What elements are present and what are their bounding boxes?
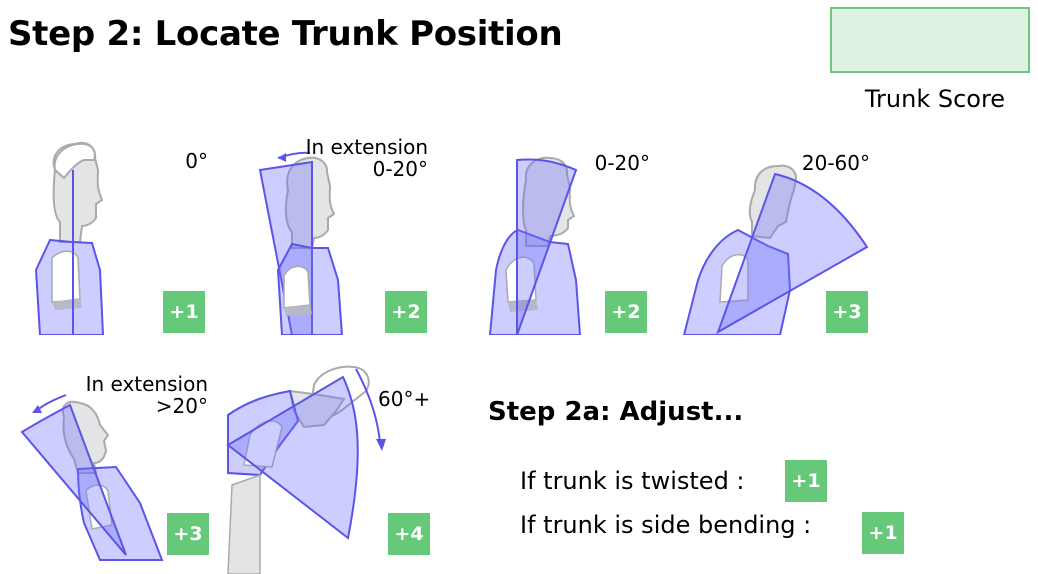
flexion-20-60-figure-illustration [682, 164, 869, 335]
flexion-60-plus-figure-illustration [226, 365, 386, 574]
angle-label: >20° [155, 394, 208, 418]
flexion-figure-illustration [488, 156, 582, 335]
adjust-section-title: Step 2a: Adjust... [488, 397, 744, 427]
adjust-side-bending-label: If trunk is side bending : [520, 511, 812, 539]
trunk-score-input[interactable] [830, 7, 1030, 73]
adjust-side-bending-badge[interactable]: +1 [862, 512, 904, 554]
extension-over-20-figure-illustration [20, 394, 164, 561]
adjust-twisted-label: If trunk is twisted : [520, 467, 745, 495]
angle-label: 0° [185, 149, 208, 173]
angle-label: 0-20° [372, 157, 428, 181]
extension-figure-illustration [258, 151, 344, 335]
extension-label: In extension [85, 372, 208, 396]
position-flexion-60-plus[interactable]: 60°+ +4 [220, 355, 440, 574]
page-title: Step 2: Locate Trunk Position [8, 14, 563, 54]
extension-label: In extension [305, 135, 428, 159]
angle-label: 20-60° [801, 151, 870, 175]
score-badge: +4 [388, 513, 430, 555]
score-badge: +1 [163, 291, 205, 333]
score-badge: +2 [385, 291, 427, 333]
upright-figure-illustration [34, 142, 105, 335]
score-badge: +3 [167, 513, 209, 555]
position-extension-over-20[interactable]: In extension >20° +3 [0, 355, 220, 574]
trunk-score-label: Trunk Score [864, 85, 1006, 113]
position-extension-0-20[interactable]: In extension 0-20° +2 [220, 130, 440, 335]
angle-label: 0-20° [594, 151, 650, 175]
adjust-twisted-badge[interactable]: +1 [785, 460, 827, 502]
position-upright[interactable]: 0° +1 [0, 130, 220, 335]
position-flexion-0-20[interactable]: 0-20° +2 [440, 130, 660, 335]
score-badge: +3 [826, 291, 868, 333]
angle-label: 60°+ [378, 387, 431, 411]
score-badge: +2 [605, 291, 647, 333]
position-flexion-20-60[interactable]: 20-60° +3 [660, 130, 890, 335]
